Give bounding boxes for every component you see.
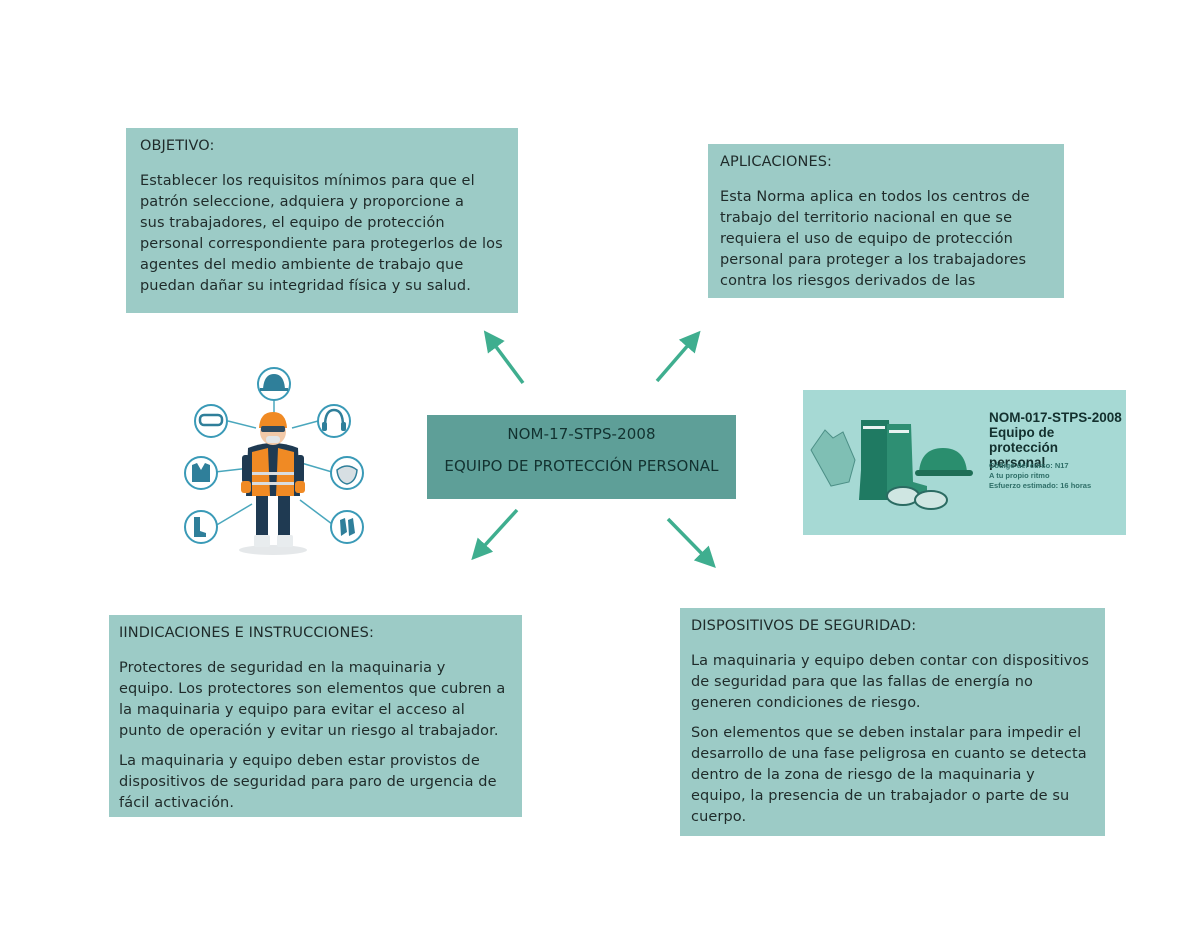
course-card-title-line: personal [989, 455, 1046, 470]
aplicaciones-line: trabajo del territorio nacional en que s… [720, 210, 1013, 226]
central-topic-box: NOM-17-STPS-2008 EQUIPO DE PROTECCIÓN PE… [427, 415, 736, 499]
objetivo-line: agentes del medio ambiente de trabajo qu… [140, 257, 464, 273]
dispositivos-paragraph-2: Son elementos que se deben instalar para… [691, 723, 1094, 828]
helmet-icon [257, 367, 291, 401]
indicaciones-paragraph-2: La maquinaria y equipo deben estar provi… [119, 751, 512, 814]
objetivo-box: OBJETIVO: Establecer los requisitos míni… [126, 128, 518, 313]
earmuffs-icon [317, 404, 351, 438]
dispositivos-line: Son elementos que se deben instalar para… [691, 725, 1082, 741]
indicaciones-line: La maquinaria y equipo deben estar provi… [119, 753, 480, 769]
dispositivos-line: generen condiciones de riesgo. [691, 695, 921, 711]
arrow-to-aplicaciones [655, 330, 701, 383]
arrow-to-objetivo [483, 330, 525, 385]
dispositivos-paragraph-1: La maquinaria y equipo deben contar con … [691, 651, 1094, 714]
course-effort: Esfuerzo estimado: 16 horas [989, 481, 1092, 490]
indicaciones-line: Protectores de seguridad en la maquinari… [119, 660, 446, 676]
indicaciones-line: la maquinaria y equipo para evitar el ac… [119, 702, 465, 718]
respirator-icon [330, 456, 364, 490]
objetivo-title: OBJETIVO: [140, 138, 215, 154]
dispositivos-line: La maquinaria y equipo deben contar con … [691, 653, 1090, 669]
course-card: NOM-017-STPS-2008 Equipo de protección p… [803, 390, 1126, 535]
dispositivos-line: desarrollo de una fase peligrosa en cuan… [691, 746, 1087, 762]
objetivo-line: personal correspondiente para protegerlo… [140, 236, 503, 252]
worker-ppe-icon [239, 412, 307, 555]
dispositivos-title: DISPOSITIVOS DE SEGURIDAD: [691, 618, 917, 634]
dispositivos-line: dentro de la zona de riesgo de la maquin… [691, 767, 1035, 783]
helmet-icon [915, 448, 973, 476]
indicaciones-line: equipo. Los protectores son elementos qu… [119, 681, 506, 697]
course-code: Código del curso: N17 [989, 461, 1069, 470]
aplicaciones-line: requiera el uso de equipo de protección [720, 231, 1013, 247]
goggles-icon [194, 404, 228, 438]
objetivo-line: patrón seleccione, adquiera y proporcion… [140, 194, 464, 210]
vest-icon [184, 456, 218, 490]
aplicaciones-title: APLICACIONES: [720, 154, 833, 170]
course-card-title: NOM-017-STPS-2008 Equipo de protección p… [989, 410, 1126, 470]
boots-icon [859, 420, 927, 500]
aplicaciones-box: APLICACIONES: Esta Norma aplica en todos… [708, 144, 1064, 298]
gloves-icon [810, 429, 856, 487]
dispositivos-line: de seguridad para que las fallas de ener… [691, 674, 1034, 690]
objetivo-line: sus trabajadores, el equipo de protecció… [140, 215, 445, 231]
objetivo-line: Establecer los requisitos mínimos para q… [140, 173, 475, 189]
indicaciones-paragraph-1: Protectores de seguridad en la maquinari… [119, 658, 512, 742]
indicaciones-line: dispositivos de seguridad para paro de u… [119, 774, 497, 790]
dispositivos-box: DISPOSITIVOS DE SEGURIDAD: La maquinaria… [680, 608, 1105, 836]
boots-icon [184, 510, 218, 544]
goggles-icon [886, 486, 948, 510]
aplicaciones-line: personal para proteger a los trabajadore… [720, 252, 1027, 268]
course-card-title-line: NOM-017-STPS-2008 [989, 410, 1122, 425]
arrow-to-indicaciones [471, 508, 519, 561]
course-pace: A tu propio ritmo [989, 471, 1050, 480]
course-card-illustration [810, 420, 973, 510]
indicaciones-box: IINDICACIONES E INSTRUCCIONES: Protector… [109, 615, 522, 817]
dispositivos-line: equipo, la presencia de un trabajador o … [691, 788, 1070, 804]
dispositivos-line: cuerpo. [691, 809, 747, 825]
indicaciones-line: punto de operación y evitar un riesgo al… [119, 723, 499, 739]
central-norm-code: NOM-17-STPS-2008 [507, 425, 656, 443]
objetivo-line: puedan dañar su integridad física y su s… [140, 278, 471, 294]
indicaciones-title: IINDICACIONES E INSTRUCCIONES: [119, 625, 374, 641]
aplicaciones-line: Esta Norma aplica en todos los centros d… [720, 189, 1030, 205]
course-card-title-line: Equipo de protección [989, 425, 1059, 455]
aplicaciones-line: contra los riesgos derivados de las [720, 273, 976, 289]
arrow-to-dispositivos [666, 517, 716, 569]
gloves-icon [330, 510, 364, 544]
central-topic-title: EQUIPO DE PROTECCIÓN PERSONAL [444, 457, 719, 475]
indicaciones-line: fácil activación. [119, 795, 235, 811]
